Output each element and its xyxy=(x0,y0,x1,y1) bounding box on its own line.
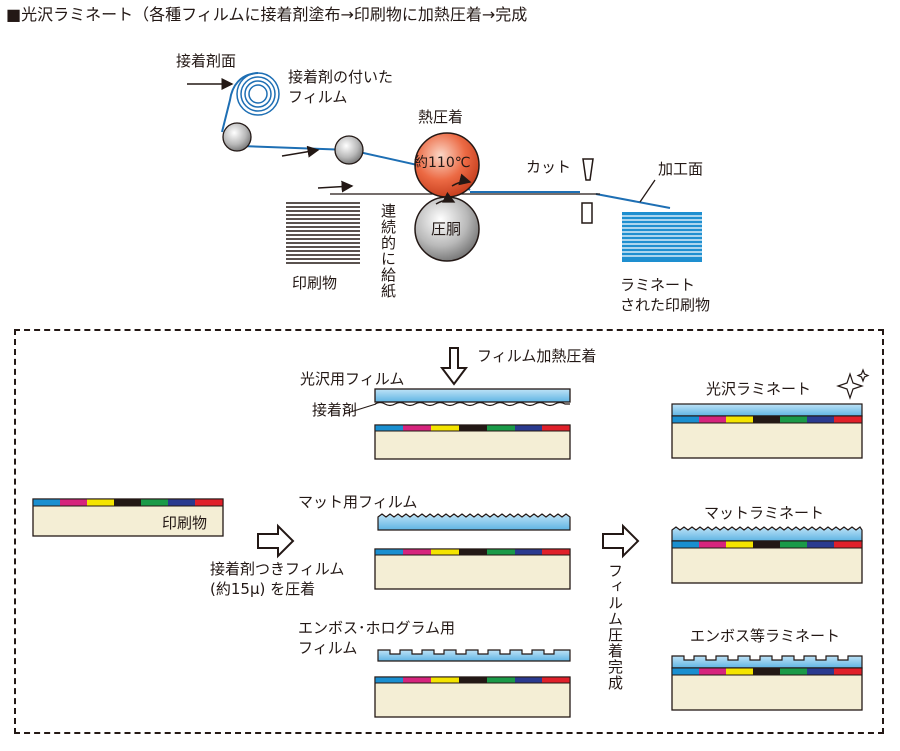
thermocompression-label: 熱圧着 xyxy=(418,108,464,126)
guide-roller xyxy=(222,122,252,152)
adhesive-layer xyxy=(374,401,570,407)
result-matte xyxy=(671,526,863,584)
sheet-sample xyxy=(32,498,224,537)
feed-direction-arrow xyxy=(317,180,354,193)
cut-label: カット xyxy=(526,158,572,176)
press-down-arrow xyxy=(440,347,468,386)
processed-face-label: 加工面 xyxy=(658,160,704,178)
printed-stack xyxy=(286,202,360,264)
matte-film-label: マット用フィルム xyxy=(298,493,418,511)
press-note-label: 接着剤つきフィルム xyxy=(210,560,345,578)
continuous-feed-label: 連続的に給紙 xyxy=(379,203,397,299)
rotation-arrow xyxy=(435,191,456,205)
sample-label: 印刷物 xyxy=(162,514,208,532)
heat-press-label: フィルム加熱圧着 xyxy=(477,347,597,365)
film-roll xyxy=(236,72,280,116)
guide-roller xyxy=(334,135,364,165)
printed-matter-label: 印刷物 xyxy=(292,274,338,292)
adhesive-face-label: 接着剤面 xyxy=(176,52,237,70)
matte-film xyxy=(377,513,571,531)
matte-laminate-label: マットラミネート xyxy=(704,504,825,522)
emboss-film xyxy=(377,649,571,662)
complete-arrow xyxy=(602,523,640,559)
rotation-arrow xyxy=(451,173,472,187)
press-complete-label: フィルム圧着完成 xyxy=(606,563,624,691)
adhesive-label: 接着剤 xyxy=(312,401,358,419)
film-label: フィルム xyxy=(288,88,348,106)
gloss-film xyxy=(374,388,571,403)
emboss-laminate-label: エンボス等ラミネート xyxy=(690,627,841,645)
emboss-film-label: エンボス･ホログラム用 xyxy=(298,619,456,637)
next-step-arrow xyxy=(257,523,295,559)
laminated-stack xyxy=(622,212,702,262)
film-direction-arrow xyxy=(281,145,320,158)
temperature-label: 約110℃ xyxy=(414,155,471,171)
laminated-label: ラミネート xyxy=(620,276,696,294)
film-label: 接着剤の付いた xyxy=(288,68,394,86)
page-title: ■光沢ラミネート（各種フィルムに接着剤塗布→印刷物に加熱圧着→完成 xyxy=(6,5,528,24)
cutter xyxy=(581,158,594,224)
result-emboss xyxy=(671,655,863,711)
sheet-gloss-before xyxy=(374,424,571,460)
press-note-label: (約15μ) を圧着 xyxy=(210,580,316,598)
detail-frame xyxy=(14,329,884,734)
sheet-emboss-before xyxy=(374,676,571,718)
gloss-film-label: 光沢用フィルム xyxy=(300,370,405,388)
gloss-laminate-label: 光沢ラミネート xyxy=(706,380,812,398)
laminated-label: された印刷物 xyxy=(620,296,711,314)
sheet-matte-before xyxy=(374,548,571,590)
processed-face-leader xyxy=(639,179,656,203)
emboss-film-label: フィルム xyxy=(298,639,358,657)
adhesive-leader xyxy=(343,403,377,415)
sparkle-icon xyxy=(836,368,870,400)
result-gloss xyxy=(671,403,863,459)
pressure-drum-label: 圧胴 xyxy=(431,220,462,238)
